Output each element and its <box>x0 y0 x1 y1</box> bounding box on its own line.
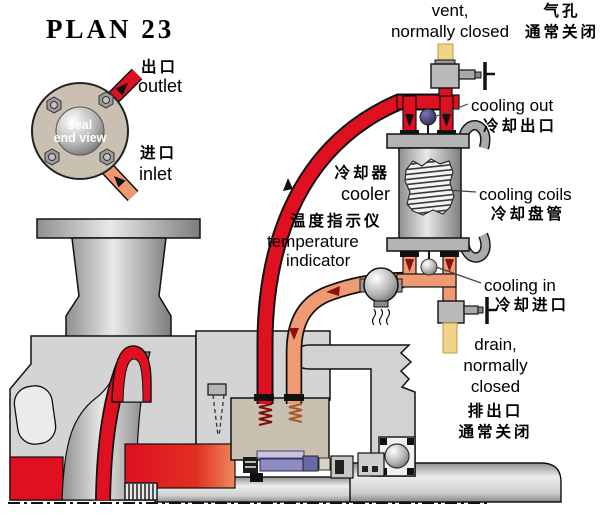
label-inlet-en: inlet <box>139 164 173 184</box>
suction-nozzle <box>65 237 172 339</box>
hot-pipe <box>258 95 452 404</box>
impeller-hub <box>122 358 144 403</box>
label-cooler-en: cooler <box>340 184 390 204</box>
temperature-indicator-bulb <box>363 267 399 303</box>
seal-cooler-assembly <box>359 43 496 354</box>
process-fluid-left <box>9 456 64 501</box>
label-cooling-in-cn: 冷却进口 <box>495 297 570 314</box>
leader-line-cooling-in <box>435 266 482 284</box>
cooler-bottom-cap <box>386 237 470 252</box>
gland-stud-dashed <box>207 383 227 437</box>
label-temperature-cn: 温度指示仪 <box>290 213 383 230</box>
seal-end-view <box>31 68 143 202</box>
stub-pad <box>400 251 419 257</box>
label-inlet-cn: 进口 <box>140 145 178 162</box>
inlet-arrow-icon <box>114 176 126 188</box>
stub-pad <box>440 251 459 257</box>
seal-face <box>55 106 105 156</box>
heat-squiggle-icon <box>371 308 377 326</box>
drain-valve <box>437 297 496 354</box>
flow-arrow-left-icon <box>326 286 340 296</box>
label-drain: drain, normally closed 排出口 通常关闭 <box>428 334 563 443</box>
label-vent: vent, normally closed <box>375 0 525 42</box>
label-drain-line1: drain, <box>474 335 517 354</box>
volute-cavity <box>13 385 57 445</box>
outlet-arrow-icon <box>115 83 128 96</box>
cool-header <box>396 273 457 288</box>
cooler-top-cap <box>386 133 470 149</box>
flow-arrow-down-icon <box>442 114 451 127</box>
cooling-in-port <box>420 258 438 276</box>
flow-arrow-down-icon <box>405 259 414 272</box>
gland-port-pad-hot <box>254 394 274 401</box>
label-vent-line2: normally closed <box>390 22 510 41</box>
shaft-ribs <box>124 482 158 501</box>
seal-gland <box>230 397 330 461</box>
label-cooling-coils-cn: 冷却盘管 <box>491 206 566 223</box>
flow-arrow-up-icon <box>283 178 293 191</box>
label-vent-line1: vent, <box>431 1 469 20</box>
heat-squiggle-icon <box>385 308 391 326</box>
flow-arrow-down-icon <box>289 328 299 340</box>
drain-pipe <box>442 322 458 354</box>
label-cooling-out-cn: 冷却出口 <box>483 118 558 135</box>
label-cooler: 冷却器 cooler <box>322 163 390 205</box>
seal-end-view-label-line2: end view <box>53 131 107 145</box>
label-cooling-coils-en: cooling coils <box>479 185 572 204</box>
flow-arrow-down-icon <box>445 259 454 272</box>
vent-valve <box>430 43 495 90</box>
seal-chamber-fluid <box>124 443 236 489</box>
temperature-indicator <box>359 267 403 326</box>
cooling-water-hook-top <box>459 121 489 150</box>
vent-valve-body <box>430 63 460 89</box>
label-drain-line2: normally <box>463 356 528 375</box>
leader-line-cooling-out <box>433 103 469 118</box>
drain-valve-body <box>437 300 465 324</box>
label-cooling-out-en: cooling out <box>471 96 554 115</box>
suction-flange <box>36 218 201 239</box>
flange-bolts <box>44 91 115 166</box>
cool-coil-icon <box>288 403 303 423</box>
label-vent-cn-line2: 通常关闭 <box>524 24 599 41</box>
label-drain-cn-line1: 排出口 <box>467 403 524 420</box>
label-cooler-cn: 冷却器 <box>334 165 390 182</box>
hot-coil-icon <box>258 403 273 426</box>
leader-line-cooling-coils <box>446 189 477 193</box>
gland-port-pad-cool <box>284 394 304 401</box>
flow-arrow-down-icon <box>405 114 414 127</box>
page-title: PLAN 23 <box>46 14 175 44</box>
cooling-out-port <box>419 108 437 126</box>
label-outlet-cn: 出口 <box>141 59 179 76</box>
ball-bearing <box>378 436 416 477</box>
seal-end-view-label: seal end view <box>44 119 116 145</box>
label-drain-cn-line2: 通常关闭 <box>458 424 533 441</box>
pump-cross-section <box>8 218 562 504</box>
label-cooling-in-en: cooling in <box>484 276 556 295</box>
label-vent-cn-line1: 气孔 <box>543 3 581 20</box>
label-outlet-en: outlet <box>138 76 183 96</box>
heat-squiggle-icon <box>378 308 384 326</box>
mechanical-seal <box>243 450 385 482</box>
label-drain-line3: closed <box>470 377 521 396</box>
seal-end-view-label-line1: seal <box>67 118 93 132</box>
label-temperature-en-line2: indicator <box>286 251 351 270</box>
label-vent-cn: 气孔 通常关闭 <box>524 1 600 43</box>
label-temperature-en-line1: temperature <box>267 232 359 251</box>
